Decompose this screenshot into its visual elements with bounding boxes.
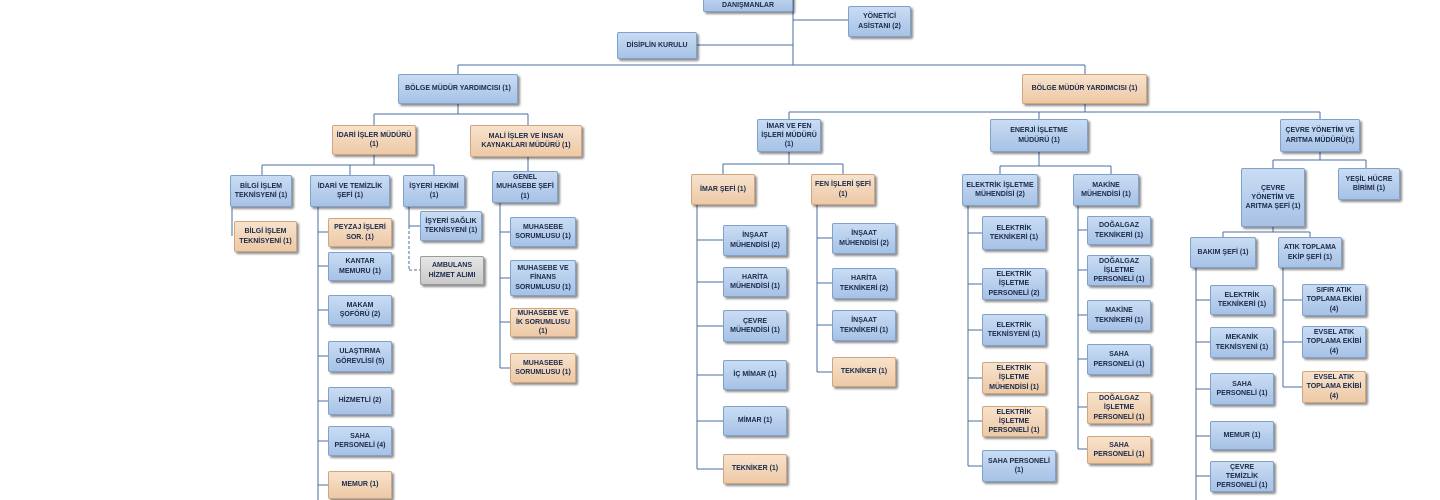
node-insaat-teknikeri: İNŞAAT TEKNİKERİ (1) (832, 310, 896, 341)
node-elektrik-isletme-muhendisi-1: ELEKTRİK İŞLETME MÜHENDİSİ (1) (982, 362, 1046, 394)
node-insaat-muhendisi: İNŞAAT MÜHENDİSİ (2) (723, 225, 787, 256)
node-mali-isler-muduru: MALİ İŞLER VE İNSAN KAYNAKLARI MÜDÜRÜ (1… (470, 125, 582, 157)
node-fen-isleri-sefi: FEN İŞLERİ ŞEFİ (1) (811, 174, 875, 205)
node-makine-teknikeri: MAKİNE TEKNİKERİ (1) (1087, 300, 1151, 331)
node-bilgi-islem-teknisyeni-2: BİLGİ İŞLEM TEKNİSYENİ (1) (234, 221, 297, 252)
node-saha-personeli-enerji: SAHA PERSONELİ (1) (982, 450, 1056, 482)
node-peyzaj-isleri: PEYZAJ İŞLERİ SOR. (1) (328, 218, 392, 247)
node-cevre-muhendisi: ÇEVRE MÜHENDİSİ (1) (723, 310, 787, 342)
node-elektrik-teknikeri-bakim: ELEKTRİK TEKNİKERİ (1) (1210, 285, 1274, 315)
node-sifir-atik-toplama: SIFIR ATIK TOPLAMA EKİBİ (4) (1302, 284, 1366, 316)
node-danismanlar: DANIŞMANLAR (703, 0, 793, 12)
node-makam-soforu: MAKAM ŞOFÖRÜ (2) (328, 295, 392, 325)
node-harita-muhendisi: HARİTA MÜHENDİSİ (1) (723, 267, 787, 297)
node-elektrik-isletme-personeli-1: ELEKTRİK İŞLETME PERSONELİ (1) (982, 406, 1046, 437)
node-imar-sefi: İMAR ŞEFİ (1) (691, 174, 755, 205)
node-saha-personeli-makine-1: SAHA PERSONELİ (1) (1087, 344, 1151, 375)
node-dogalgaz-teknikeri: DOĞALGAZ TEKNİKERİ (1) (1087, 216, 1151, 245)
node-idari-temizlik-sefi: İDARİ VE TEMİZLİK ŞEFİ (1) (310, 175, 390, 207)
node-muhasebe-ik: MUHASEBE VE İK SORUMLUSU (1) (510, 308, 576, 337)
node-elektrik-teknikeri: ELEKTRİK TEKNİKERİ (1) (982, 216, 1046, 250)
node-muhasebe-finans: MUHASEBE VE FİNANS SORUMLUSU (1) (510, 260, 576, 296)
node-bolge-mudur-yardimcisi-2: BÖLGE MÜDÜR YARDIMCISI (1) (1022, 74, 1147, 104)
node-imar-fen-muduru: İMAR VE FEN İŞLERİ MÜDÜRÜ (1) (757, 119, 821, 152)
node-memur-bakim: MEMUR (1) (1210, 421, 1274, 450)
node-tekniker-fen: TEKNİKER (1) (832, 357, 896, 387)
node-dogalgaz-isletme-personeli-2: DOĞALGAZ İŞLETME PERSONELİ (1) (1087, 392, 1151, 424)
node-tekniker-imar: TEKNİKER (1) (723, 454, 787, 484)
node-yesil-hucre-birimi: YEŞİL HÜCRE BİRİMİ (1) (1338, 168, 1400, 200)
node-yonetici-asistani: YÖNETİCİ ASİSTANI (2) (848, 6, 911, 37)
node-saha-personeli-idari: SAHA PERSONELİ (4) (328, 426, 392, 456)
node-isyeri-saglik-teknisyeni: İŞYERİ SAĞLIK TEKNİSYENİ (1) (420, 211, 482, 241)
node-ic-mimar: İÇ MİMAR (1) (723, 360, 787, 390)
node-idari-isler-muduru: İDARİ İŞLER MÜDÜRÜ (1) (332, 125, 416, 155)
node-evsel-atik-toplama-1: EVSEL ATIK TOPLAMA EKİBİ (4) (1302, 326, 1366, 358)
node-dogalgaz-isletme-personeli-1: DOĞALGAZ İŞLETME PERSONELİ (1) (1087, 255, 1151, 286)
node-isyeri-hekimi: İŞYERİ HEKİMİ (1) (403, 175, 465, 207)
node-enerji-isletme-muduru: ENERJİ İŞLETME MÜDÜRÜ (1) (990, 119, 1088, 152)
node-makine-muhendisi: MAKİNE MÜHENDİSİ (1) (1073, 174, 1139, 206)
node-bolge-mudur-yardimcisi-1: BÖLGE MÜDÜR YARDIMCISI (1) (398, 74, 518, 104)
node-mekanik-teknisyeni: MEKANİK TEKNİSYENİ (1) (1210, 327, 1274, 358)
node-bakim-sefi: BAKIM ŞEFİ (1) (1190, 237, 1256, 268)
node-muhasebe-sorumlusu-1: MUHASEBE SORUMLUSU (1) (510, 217, 576, 247)
node-saha-personeli-makine-2: SAHA PERSONELİ (1) (1087, 436, 1151, 464)
node-kantar-memuru: KANTAR MEMURU (1) (328, 252, 392, 281)
node-cevre-temizlik-personeli: ÇEVRE TEMİZLİK PERSONELİ (1) (1210, 461, 1274, 492)
node-elektrik-teknisyeni: ELEKTRİK TEKNİSYENİ (1) (982, 314, 1046, 346)
node-elektrik-isletme-personeli-2: ELEKTRİK İŞLETME PERSONELİ (2) (982, 268, 1046, 300)
node-elektrik-isletme-muhendisi-2: ELEKTRİK İŞLETME MÜHENDİSİ (2) (962, 174, 1038, 206)
node-cevre-yonetim-muduru: ÇEVRE YÖNETİM VE ARITMA MÜDÜRÜ(1) (1280, 119, 1360, 152)
node-ambulans-hizmet-alimi: AMBULANS HİZMET ALIMI (420, 256, 484, 285)
node-saha-personeli-bakim: SAHA PERSONELİ (1) (1210, 373, 1274, 405)
node-harita-teknikeri: HARİTA TEKNİKERİ (2) (832, 268, 896, 299)
node-genel-muhasebe-sefi: GENEL MUHASEBE ŞEFİ (1) (492, 171, 558, 203)
node-insaat-muhendisi-fen: İNŞAAT MÜHENDİSİ (2) (832, 223, 896, 254)
node-ulastirma-gorevlisi: ULAŞTIRMA GÖREVLİSİ (5) (328, 341, 392, 372)
node-hizmetli: HİZMETLİ (2) (328, 387, 392, 415)
node-evsel-atik-toplama-2: EVSEL ATIK TOPLAMA EKİBİ (4) (1302, 371, 1366, 403)
node-muhasebe-sorumlusu-2: MUHASEBE SORUMLUSU (1) (510, 353, 576, 383)
node-bilgi-islem-teknisyeni: BİLGİ İŞLEM TEKNİSYENİ (1) (230, 175, 292, 207)
node-atik-toplama-ekip-sefi: ATIK TOPLAMA EKİP ŞEFİ (1) (1278, 237, 1342, 268)
node-memur-idari: MEMUR (1) (328, 471, 392, 499)
node-mimar: MİMAR (1) (723, 406, 787, 436)
node-disiplin-kurulu: DİSİPLİN KURULU (617, 32, 697, 59)
node-cevre-yonetim-sefi: ÇEVRE YÖNETİM VE ARITMA ŞEFİ (1) (1241, 168, 1305, 227)
